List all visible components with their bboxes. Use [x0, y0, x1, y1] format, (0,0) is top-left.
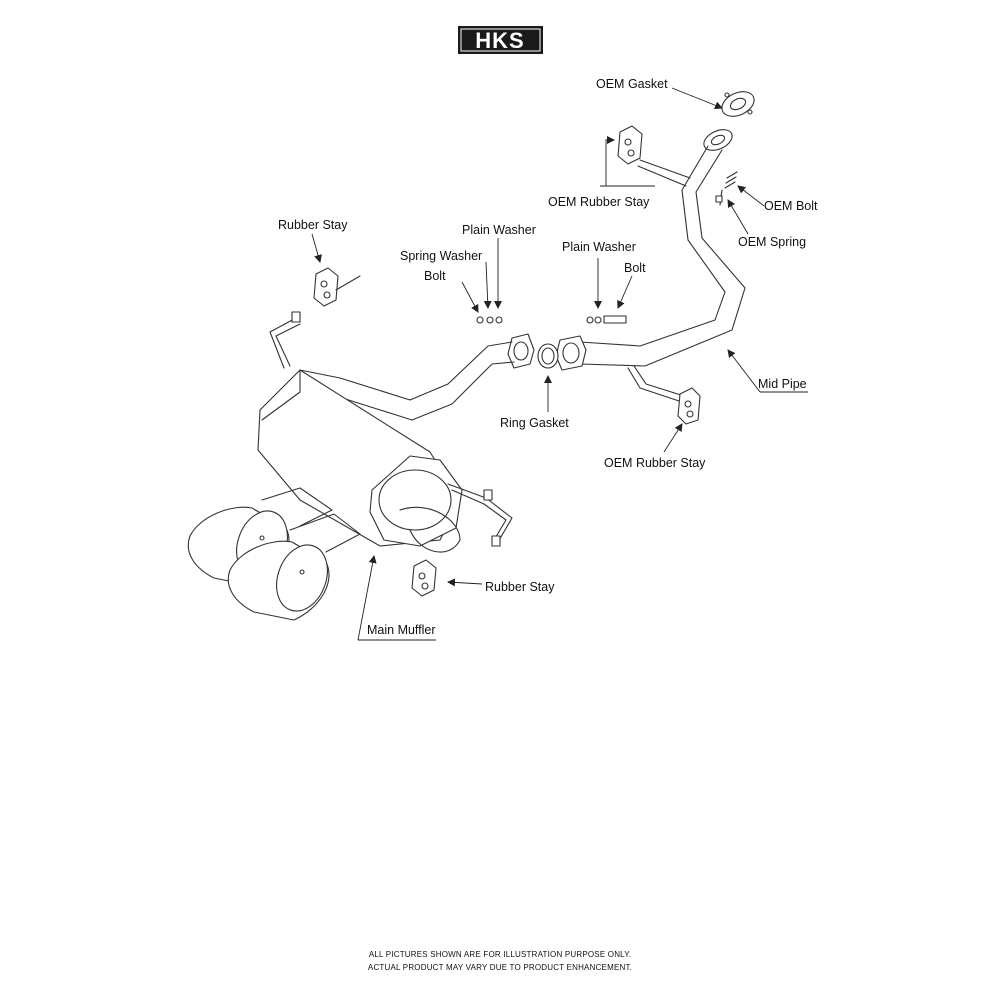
label-rubber-stay-bottom: Rubber Stay — [485, 580, 555, 594]
label-spring-washer: Spring Washer — [400, 249, 482, 263]
label-bolt-1: Bolt — [424, 269, 446, 283]
label-bolt-2: Bolt — [624, 261, 646, 275]
label-oem-rubber-stay-top: OEM Rubber Stay — [548, 195, 650, 209]
logo-text: HKS — [475, 28, 524, 53]
leader-lines — [311, 87, 808, 641]
hks-logo: HKS — [458, 26, 543, 54]
label-ring-gasket: Ring Gasket — [500, 416, 569, 430]
footer-disclaimer-line2: ACTUAL PRODUCT MAY VARY DUE TO PRODUCT E… — [367, 963, 633, 972]
mid-pipe-drawing — [555, 91, 755, 425]
label-mid-pipe: Mid Pipe — [758, 377, 807, 391]
label-plain-washer-1: Plain Washer — [462, 223, 536, 237]
footer-disclaimer-line1: ALL PICTURES SHOWN ARE FOR ILLUSTRATION … — [368, 950, 632, 959]
label-rubber-stay-left: Rubber Stay — [278, 218, 348, 232]
label-oem-gasket: OEM Gasket — [596, 77, 668, 91]
main-muffler-drawing — [187, 267, 535, 621]
label-plain-washer-2: Plain Washer — [562, 240, 636, 254]
label-oem-spring: OEM Spring — [738, 235, 806, 249]
label-main-muffler: Main Muffler — [367, 623, 436, 637]
label-oem-bolt: OEM Bolt — [764, 199, 818, 213]
label-oem-rubber-stay-bottom: OEM Rubber Stay — [604, 456, 706, 470]
ring-gasket-drawing — [537, 343, 559, 369]
